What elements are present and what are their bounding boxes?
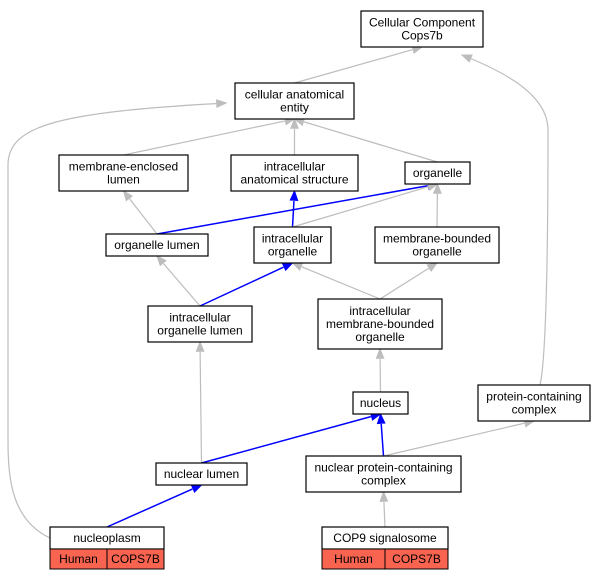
species-label: Human (59, 552, 98, 566)
node-label: COP9 signalosome (333, 531, 437, 545)
node-box (317, 298, 443, 350)
node-label: complex (361, 474, 406, 488)
edge-intracellular-membrane-bounded-organelle-to-membrane-bounded-organelle-arrowhead (426, 262, 439, 272)
edge-nucleoplasm-to-cellular-anatomical-entity (7, 99, 228, 539)
edge-intracellular-anatomical-structure-to-cellular-anatomical-entity-arrowhead (290, 117, 299, 129)
node-box (253, 226, 332, 264)
node-label: organelle lumen (157, 324, 242, 338)
node-label: intracellular (349, 304, 410, 318)
edge-nucleoplasm-to-nuclear-lumen-arrowhead (190, 484, 203, 494)
node-box (105, 233, 209, 257)
edge-protein-containing-complex-to-cellular-component (460, 54, 549, 386)
edge-nucleoplasm-to-cellular-anatomical-entity-arrowhead (215, 99, 228, 108)
node-organelle[interactable]: organelle (404, 161, 471, 185)
node-label: entity (280, 101, 309, 115)
edge-membrane-bounded-organelle-to-organelle (432, 182, 442, 228)
graph-edges (7, 45, 549, 539)
node-label: protein-containing (486, 390, 581, 404)
edge-nuclear-lumen-to-intracellular-organelle-lumen (195, 340, 205, 464)
node-label: Cellular Component (369, 16, 476, 30)
node-organelle-lumen[interactable]: organelle lumen (105, 233, 209, 257)
node-label: organelle (412, 245, 462, 259)
edge-nucleoplasm-to-nuclear-lumen (106, 484, 203, 528)
gene-badge (106, 548, 165, 570)
node-label: organelle lumen (114, 238, 199, 252)
node-label: nucleoplasm (73, 531, 140, 545)
edge-nucleus-to-intracellular-membrane-bounded-organelle (375, 347, 385, 393)
edge-nucleus-to-intracellular-membrane-bounded-organelle-arrowhead (375, 347, 385, 359)
node-box (404, 161, 471, 185)
node-label: nuclear protein-containing (314, 461, 452, 475)
node-label: anatomical structure (240, 173, 348, 187)
edge-intracellular-organelle-to-intracellular-anatomical-structure (289, 189, 299, 228)
edge-intracellular-organelle-lumen-to-organelle-lumen (156, 254, 201, 307)
edge-nuclear-protein-containing-complex-to-nucleus (376, 412, 386, 457)
node-label: cellular anatomical (245, 88, 344, 102)
edge-protein-containing-complex-to-cellular-component-arrowhead (460, 54, 473, 63)
gene-label: COPS7B (392, 552, 441, 566)
edge-intracellular-organelle-lumen-to-intracellular-organelle (199, 262, 294, 307)
node-label: organelle (268, 245, 318, 259)
edge-nuclear-protein-containing-complex-to-nucleus-arrowhead (376, 412, 386, 425)
edge-cellular-anatomical-entity-to-cellular-component (294, 45, 424, 84)
node-label: intracellular (169, 311, 230, 325)
node-box (155, 462, 248, 486)
edge-nuclear-lumen-to-intracellular-organelle-lumen-arrowhead (195, 340, 205, 352)
node-box (147, 305, 253, 343)
node-box (234, 82, 355, 120)
edge-intracellular-anatomical-structure-to-cellular-anatomical-entity (290, 117, 299, 155)
edge-intracellular-organelle-lumen-to-intracellular-organelle-arrowhead (281, 262, 294, 272)
node-box (477, 384, 591, 422)
species-label: Human (334, 552, 373, 566)
gene-badge (384, 548, 449, 570)
edge-cop9-signalosome-to-nuclear-protein-containing-complex (379, 490, 389, 528)
node-label: intracellular (262, 232, 323, 246)
gene-label: COPS7B (111, 552, 160, 566)
node-box (374, 226, 500, 264)
node-box (58, 154, 189, 192)
edge-nuclear-protein-containing-complex-to-protein-containing-complex (383, 418, 536, 457)
edge-cop9-signalosome-to-nuclear-protein-containing-complex-arrowhead (379, 490, 389, 502)
node-label: membrane-bounded (326, 317, 434, 331)
node-label: intracellular (264, 160, 325, 174)
edge-intracellular-organelle-lumen-to-organelle-lumen-arrowhead (156, 254, 167, 267)
node-label: lumen (107, 173, 140, 187)
node-label: nucleus (360, 396, 401, 410)
node-box (305, 455, 462, 493)
edge-membrane-enclosed-lumen-to-cellular-anatomical-entity (123, 116, 296, 156)
node-label: membrane-enclosed (69, 160, 178, 174)
edge-intracellular-membrane-bounded-organelle-to-intracellular-organelle (291, 262, 381, 300)
edge-intracellular-organelle-to-intracellular-anatomical-structure-arrowhead (289, 189, 299, 202)
node-label: complex (512, 403, 557, 417)
node-box (360, 10, 484, 48)
node-box (230, 154, 359, 192)
edge-organelle-lumen-to-membrane-enclosed-lumen (122, 189, 158, 235)
node-box (352, 391, 409, 415)
node-nucleus[interactable]: nucleus (352, 391, 409, 415)
node-label: membrane-bounded (383, 232, 491, 246)
node-label: Cops7b (401, 29, 443, 43)
node-nuclear-lumen[interactable]: nuclear lumen (155, 462, 248, 486)
node-label: organelle (355, 330, 405, 344)
node-label: organelle (413, 166, 463, 180)
edge-intracellular-membrane-bounded-organelle-to-intracellular-organelle-arrowhead (291, 262, 304, 271)
edge-organelle-lumen-to-membrane-enclosed-lumen-arrowhead (122, 189, 134, 202)
edge-intracellular-membrane-bounded-organelle-to-membrane-bounded-organelle (379, 262, 439, 300)
edge-membrane-bounded-organelle-to-organelle-arrowhead (432, 182, 442, 194)
node-label: nuclear lumen (164, 467, 239, 481)
